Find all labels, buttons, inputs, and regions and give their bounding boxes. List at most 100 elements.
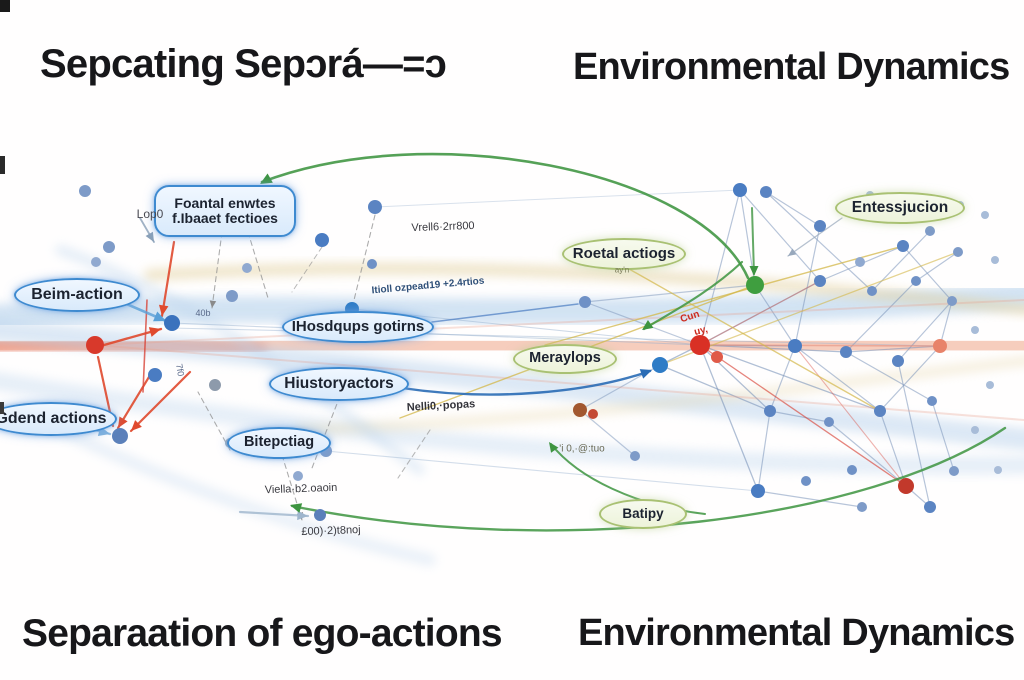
graph-edge [374,189,741,208]
graph-edge [197,391,231,451]
curved-arrow [400,369,652,396]
graph-node [579,296,591,308]
graph-edge [739,189,821,282]
curved-arrow [290,426,1007,532]
graph-node [866,191,874,199]
graph-node [690,335,710,355]
graph-node [840,346,852,358]
graph-node [630,451,640,461]
graph-edge [787,217,843,257]
graph-node [573,403,587,417]
graph-edge [699,344,759,492]
graph-node [112,428,128,444]
arrowhead-icon [639,369,652,379]
graph-node [226,290,238,302]
graph-node [857,502,867,512]
graph-node [867,286,877,296]
flow-streak [295,356,1024,435]
graph-node [588,409,598,419]
graph-edge [699,344,907,487]
title-bottom-left: Separaation of ego-actions [22,612,503,655]
graph-node [927,396,937,406]
graph-edge [584,284,756,303]
arrowhead-icon [549,442,559,453]
graph-edge [828,421,907,487]
graph-edge [915,251,959,282]
graph-edge [325,450,759,492]
graph-edge [845,351,933,402]
graph-edge [845,345,941,353]
title-top-left: Sepcating Sepɔrá—=ɔ [40,42,447,86]
graph-edge [757,490,863,508]
graph-node [293,471,303,481]
graph-node [991,256,999,264]
edges-layer [56,189,1024,521]
curved-arrow [751,207,755,275]
arrowhead-icon [209,300,217,308]
arrowhead-icon [290,503,303,513]
graph-node [733,183,747,197]
graph-node [86,336,104,354]
title-top-right: Environmental Dynamics [573,46,1010,88]
graph-node [971,426,979,434]
graph-node [764,405,776,417]
graph-node [368,200,382,214]
graph-edge [939,300,953,347]
graph-edge [353,214,376,301]
graph-edge [171,322,701,346]
graph-node [652,357,668,373]
graph-edge [769,345,796,412]
flow-streak [0,319,1024,451]
graph-edge [160,240,176,318]
graph-node [892,355,904,367]
arrowhead-icon [145,231,154,242]
arrowhead-icon [158,304,169,316]
graph-edge [431,303,579,323]
curved-arrow [260,152,750,280]
curved-arrows-layer [260,152,1007,532]
graph-edge [754,284,796,347]
graph-node [949,466,959,476]
arrowhead-icon [97,426,110,436]
graph-edge [94,344,1024,421]
graph-node [874,405,886,417]
graph-node [79,185,91,197]
graph-edge [142,299,148,393]
graph-node [209,379,221,391]
flow-streak [34,414,436,566]
graph-node [91,257,101,267]
graph-node [971,326,979,334]
graph-edge [94,299,1024,346]
flow-streak [144,262,1024,315]
graph-node [760,186,772,198]
arrowhead-icon [131,420,142,431]
graph-node [924,501,936,513]
graph-edge [794,345,907,487]
graph-node [956,201,964,209]
graph-edge [879,345,941,412]
graph-edge [794,225,821,347]
graph-edge [897,300,953,362]
graph-node [855,257,865,267]
graph-node [315,233,329,247]
graph-node [898,478,914,494]
graph-node [953,247,963,257]
graph-node [947,296,957,306]
graph-node [897,240,909,252]
graph-edge [699,344,847,353]
graph-edge [659,364,771,412]
graph-edge [699,189,741,346]
graph-edge [291,246,323,293]
graph-edge [129,370,192,433]
arrowhead-icon [260,173,273,184]
graph-edge [699,280,821,346]
graph-edge [794,345,881,412]
graph-edge [769,410,830,423]
arrowhead-icon [788,248,797,256]
graph-node [788,339,802,353]
title-bottom-right: Environmental Dynamics [578,612,1015,654]
graph-edge [765,191,873,292]
arrowhead-icon [148,327,161,337]
graph-node [824,417,834,427]
graph-node [801,476,811,486]
